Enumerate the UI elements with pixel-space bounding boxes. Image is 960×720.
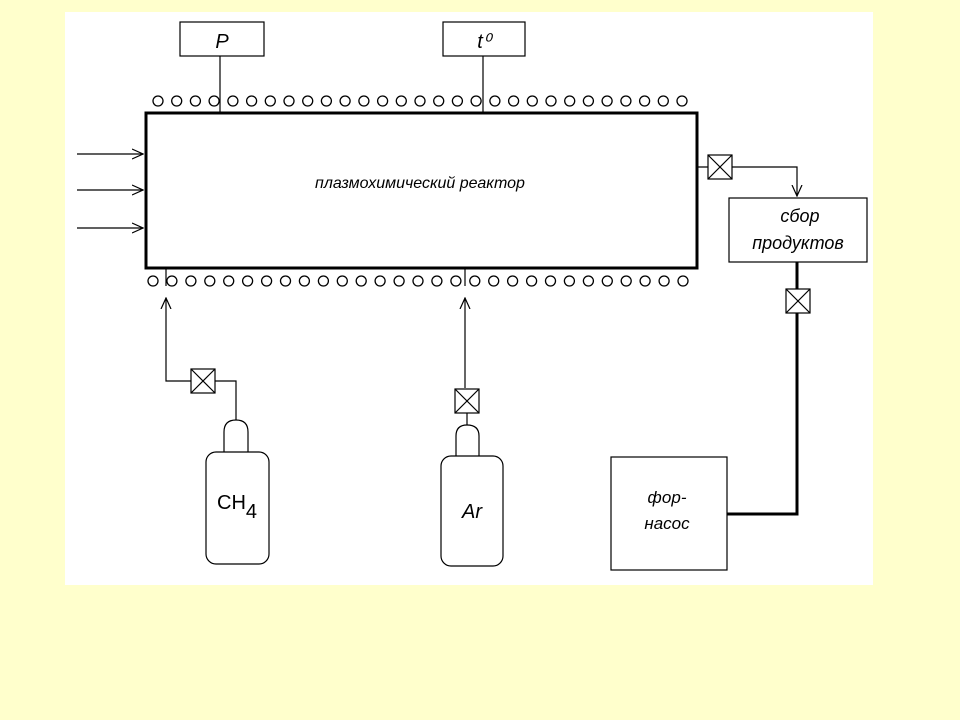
coil-turn <box>582 95 595 107</box>
coil-turn <box>204 275 216 287</box>
coil-turn <box>431 275 443 287</box>
coil-turn <box>470 95 482 107</box>
coil-turn <box>677 275 689 287</box>
coil-turn <box>507 95 520 107</box>
pressure-gauge-label: P <box>215 31 229 53</box>
product-collector: сбор продуктов <box>728 197 868 263</box>
induction-coil-top <box>152 95 688 107</box>
vacuum-valve <box>785 288 811 314</box>
coil-turn <box>582 275 595 287</box>
product-collector-line1: сбор <box>780 206 819 226</box>
coil-turn <box>320 95 333 107</box>
coil-turn <box>264 95 276 107</box>
coil-turn <box>676 95 688 107</box>
coil-turn <box>185 275 197 287</box>
pressure-gauge: P <box>179 21 265 113</box>
coil-turn <box>526 95 538 107</box>
coil-turn <box>208 95 220 107</box>
coil-turn <box>171 95 183 107</box>
coil-turn <box>223 275 235 287</box>
argon-valve <box>454 388 480 414</box>
vacuum-line <box>727 262 811 516</box>
plasma-reactor: плазмохимический реактор <box>144 111 699 270</box>
coil-turn <box>374 275 386 287</box>
coil-turn <box>488 275 500 287</box>
coil-turn <box>433 95 445 107</box>
coil-turn <box>147 275 159 287</box>
coil-turn <box>620 95 632 107</box>
coil-turn <box>317 275 330 287</box>
coil-turn <box>339 95 351 107</box>
vacuum-pump-line2: насос <box>644 514 690 533</box>
coil-turn <box>620 275 632 287</box>
coil-turn <box>302 95 314 107</box>
coil-turn <box>525 275 538 287</box>
temperature-gauge-label: t⁰ <box>477 31 494 53</box>
coil-turn <box>506 275 519 287</box>
coil-turn <box>638 95 651 107</box>
coil-turn <box>469 275 481 287</box>
coil-turn <box>245 95 258 107</box>
methane-feed-line <box>166 268 237 420</box>
coil-turn <box>355 275 367 287</box>
coil-turn <box>489 95 501 107</box>
coil-turn <box>376 95 389 107</box>
coil-turn <box>563 275 576 287</box>
coil-turn <box>393 275 405 287</box>
coil-turn <box>152 95 164 107</box>
coil-turn <box>189 95 202 107</box>
coil-turn <box>601 95 613 107</box>
argon-cylinder-label: Ar <box>461 501 483 523</box>
coil-turn <box>414 95 426 107</box>
coil-turn <box>241 275 254 287</box>
outlet-valve <box>707 154 733 180</box>
temperature-gauge: t⁰ <box>442 21 526 113</box>
coil-turn <box>564 95 576 107</box>
coil-turn <box>657 95 669 107</box>
methane-cylinder-label: CH4 <box>217 492 257 523</box>
coil-turn <box>451 95 464 107</box>
coil-turn <box>279 275 292 287</box>
coil-turn <box>601 275 613 287</box>
argon-feed-line <box>454 268 480 425</box>
coil-turn <box>412 275 424 287</box>
coil-turn <box>283 95 295 107</box>
argon-cylinder: Ar <box>440 424 504 567</box>
coil-turn <box>544 275 557 287</box>
outlet-line <box>697 154 797 196</box>
coil-turn <box>227 95 239 107</box>
coil-turn <box>336 275 348 287</box>
vacuum-pump: фор- насос <box>610 456 728 571</box>
coil-turn <box>395 95 407 107</box>
coil-turn <box>639 275 651 287</box>
coil-turn <box>545 95 557 107</box>
coil-turn <box>358 95 370 107</box>
coil-turn <box>450 275 462 287</box>
product-collector-line2: продуктов <box>752 233 844 253</box>
coil-turn <box>166 275 178 287</box>
coil-turn <box>658 275 670 287</box>
coil-turn <box>298 275 311 287</box>
induction-coil-bottom <box>147 275 689 287</box>
methane-cylinder: CH4 <box>205 419 270 565</box>
reactor-label: плазмохимический реактор <box>315 175 525 192</box>
inlet-arrows <box>77 154 143 228</box>
vacuum-pump-line1: фор- <box>648 488 687 507</box>
coil-turn <box>260 275 273 287</box>
methane-valve <box>190 368 216 394</box>
